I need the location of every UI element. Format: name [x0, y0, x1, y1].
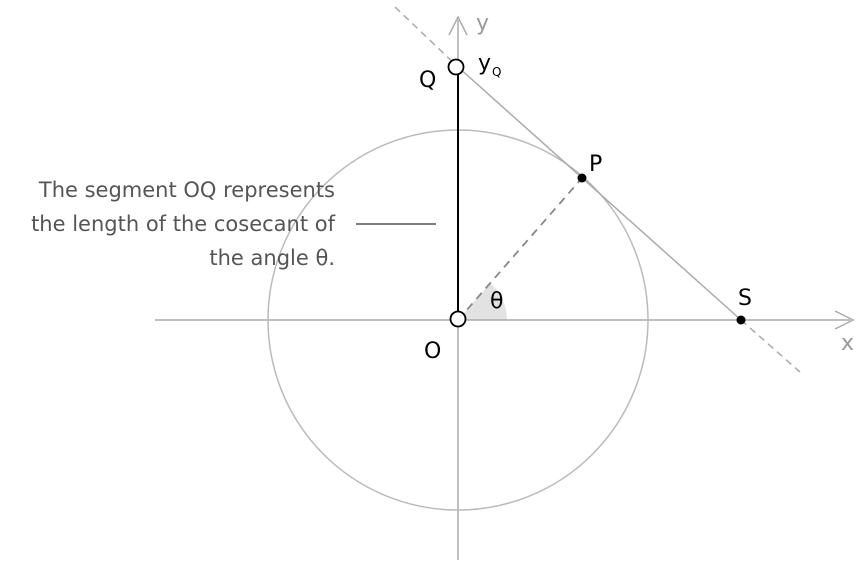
label-y-q: yQ — [478, 51, 501, 79]
radius-op-dashed — [457, 177, 583, 321]
point-p — [577, 173, 587, 183]
label-y-q-main: y — [478, 51, 491, 76]
x-axis-arrowhead — [834, 310, 855, 330]
tangent-line — [457, 66, 742, 321]
annotation-line-1: The segment OQ represents — [38, 178, 335, 202]
y-axis-label: y — [476, 11, 489, 36]
label-y-q-sub: Q — [492, 65, 501, 79]
label-q: Q — [419, 68, 436, 93]
angle-theta-wedge — [458, 283, 507, 320]
point-o — [449, 310, 467, 328]
point-s — [736, 315, 746, 325]
annotation-line-3: the angle θ. — [209, 246, 335, 270]
x-axis-label: x — [841, 331, 854, 356]
annotation-line-2: the length of the cosecant of — [31, 212, 336, 236]
label-p: P — [589, 152, 602, 177]
label-theta: θ — [490, 289, 503, 314]
point-q — [447, 58, 465, 76]
label-o: O — [424, 339, 441, 364]
y-axis-arrowhead — [448, 15, 468, 36]
tangent-line-upper-dashed — [394, 6, 459, 68]
tangent-line-lower-dashed — [740, 319, 801, 373]
label-s: S — [738, 286, 752, 311]
